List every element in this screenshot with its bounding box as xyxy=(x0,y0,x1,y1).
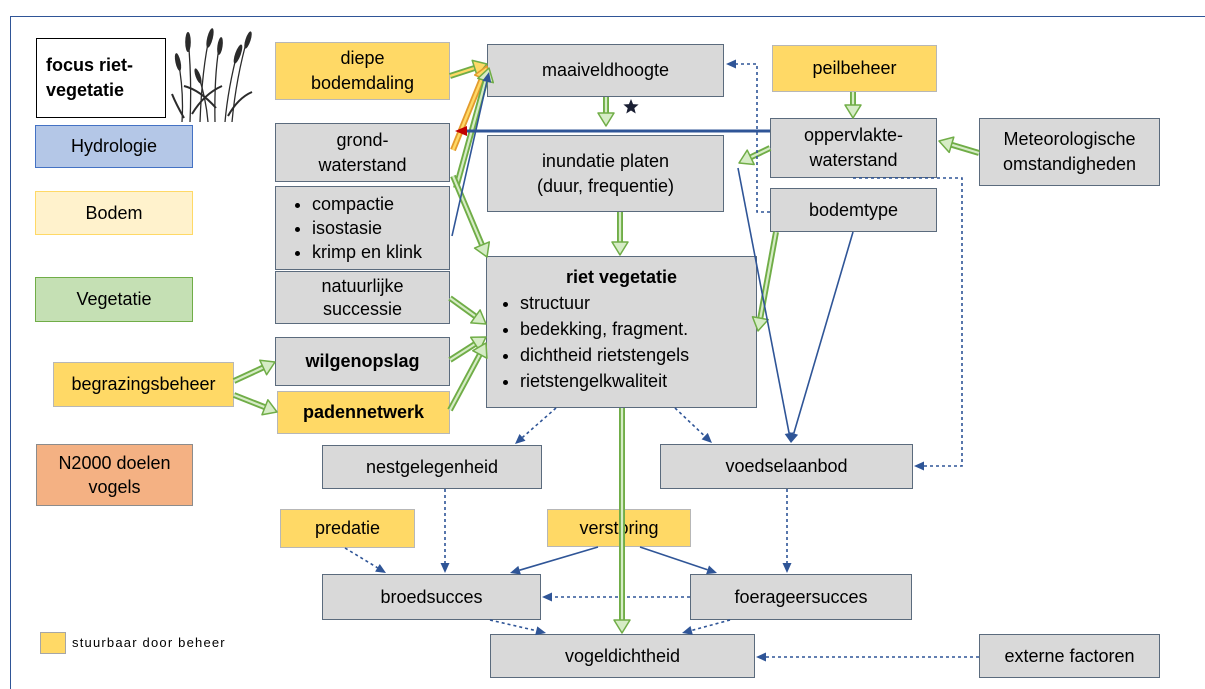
node-vogeldichtheid: vogeldichtheid xyxy=(490,634,755,678)
node-label: grond- xyxy=(336,129,389,150)
node-oppervlaktewaterstand: oppervlakte- waterstand xyxy=(770,118,937,178)
node-bodemtype: bodemtype xyxy=(770,188,937,232)
reed-plumes xyxy=(174,28,252,84)
node-grondwaterstand: grond- waterstand xyxy=(275,123,450,182)
node-label: oppervlakte- xyxy=(803,125,904,145)
node-foerageersucces: foerageersucces xyxy=(690,574,912,620)
node-label: Meteorologische xyxy=(1003,129,1136,149)
diagram-frame xyxy=(10,16,1205,689)
node-label: omstandigheden xyxy=(1002,154,1137,174)
reed-leaves xyxy=(171,85,253,119)
node-padennetwerk: padennetwerk xyxy=(277,391,450,434)
node-broedsucces: broedsucces xyxy=(322,574,541,620)
node-diepe-bodemdaling: diepe bodemdaling xyxy=(275,42,450,100)
list-item: krimp en klink xyxy=(312,240,449,264)
node-label: bodemdaling xyxy=(310,73,415,93)
node-voedselaanbod: voedselaanbod xyxy=(660,444,913,489)
node-label: externe factoren xyxy=(1004,645,1135,666)
node-externe-factoren: externe factoren xyxy=(979,634,1160,678)
node-label: (duur, frequentie) xyxy=(536,175,675,196)
reed-illustration xyxy=(171,28,253,122)
node-label: begrazingsbeheer xyxy=(71,374,216,394)
node-peilbeheer: peilbeheer xyxy=(772,45,937,92)
node-predatie: predatie xyxy=(280,509,415,548)
legend-vegetatie: Vegetatie xyxy=(35,277,193,322)
node-label: nestgelegenheid xyxy=(365,456,499,477)
legend-hydrologie-label: Hydrologie xyxy=(70,136,158,156)
riet-vegetatie-title: riet vegetatie xyxy=(565,267,678,287)
node-bodemprocessen: compactie isostasie krimp en klink xyxy=(275,186,450,270)
node-label: predatie xyxy=(314,518,381,538)
list-item: dichtheid rietstengels xyxy=(520,342,756,368)
node-verstoring: verstoring xyxy=(547,509,691,547)
legend-focus-box: focus riet- vegetatie xyxy=(36,38,166,118)
legend-vegetatie-label: Vegetatie xyxy=(76,289,152,309)
list-item: rietstengelkwaliteit xyxy=(520,368,756,394)
node-label: waterstand xyxy=(318,154,407,175)
node-label: natuurlijke xyxy=(321,275,404,296)
legend-hydrologie: Hydrologie xyxy=(35,125,193,168)
node-label: foerageersucces xyxy=(734,586,868,607)
node-label: voedselaanbod xyxy=(725,456,848,476)
node-label: padennetwerk xyxy=(302,402,425,422)
node-label: verstoring xyxy=(579,517,659,538)
node-maaiveldhoogte: maaiveldhoogte xyxy=(487,44,724,97)
node-label: diepe xyxy=(340,48,385,68)
node-label: peilbeheer xyxy=(812,58,897,78)
node-riet-vegetatie: riet vegetatie structuur bedekking, frag… xyxy=(486,256,757,408)
legend-focus-line: focus riet- xyxy=(46,55,134,75)
bodemprocessen-list: compactie isostasie krimp en klink xyxy=(276,192,449,264)
riet-vegetatie-list: structuur bedekking, fragment. dichtheid… xyxy=(487,290,756,394)
node-natuurlijke-successie: natuurlijke successie xyxy=(275,271,450,324)
node-label: inundatie platen xyxy=(541,150,670,171)
legend-n2000-line: N2000 doelen xyxy=(58,453,171,473)
node-label: maaiveldhoogte xyxy=(541,60,670,80)
legend-stuurbaar-label: stuurbaar door beheer xyxy=(72,635,226,650)
node-label: wilgenopslag xyxy=(305,351,420,371)
legend-focus-line: vegetatie xyxy=(46,80,125,100)
node-nestgelegenheid: nestgelegenheid xyxy=(322,445,542,489)
node-label: bodemtype xyxy=(808,199,899,220)
legend-bodem: Bodem xyxy=(35,191,193,235)
node-wilgenopslag: wilgenopslag xyxy=(275,337,450,386)
node-label: successie xyxy=(322,298,403,319)
node-label: vogeldichtheid xyxy=(564,645,681,666)
legend-n2000-line: vogels xyxy=(88,477,141,497)
node-label: waterstand xyxy=(809,150,898,170)
legend-bodem-label: Bodem xyxy=(85,202,143,223)
list-item: bedekking, fragment. xyxy=(520,316,756,342)
list-item: structuur xyxy=(520,290,756,316)
legend-stuurbaar-swatch xyxy=(40,632,66,654)
node-inundatie-platen: inundatie platen (duur, frequentie) xyxy=(487,135,724,212)
list-item: isostasie xyxy=(312,216,449,240)
legend-n2000: N2000 doelen vogels xyxy=(36,444,193,506)
node-meteorologische-omstandigheden: Meteorologische omstandigheden xyxy=(979,118,1160,186)
node-label: broedsucces xyxy=(380,586,483,607)
list-item: compactie xyxy=(312,192,449,216)
node-begrazingsbeheer: begrazingsbeheer xyxy=(53,362,234,407)
